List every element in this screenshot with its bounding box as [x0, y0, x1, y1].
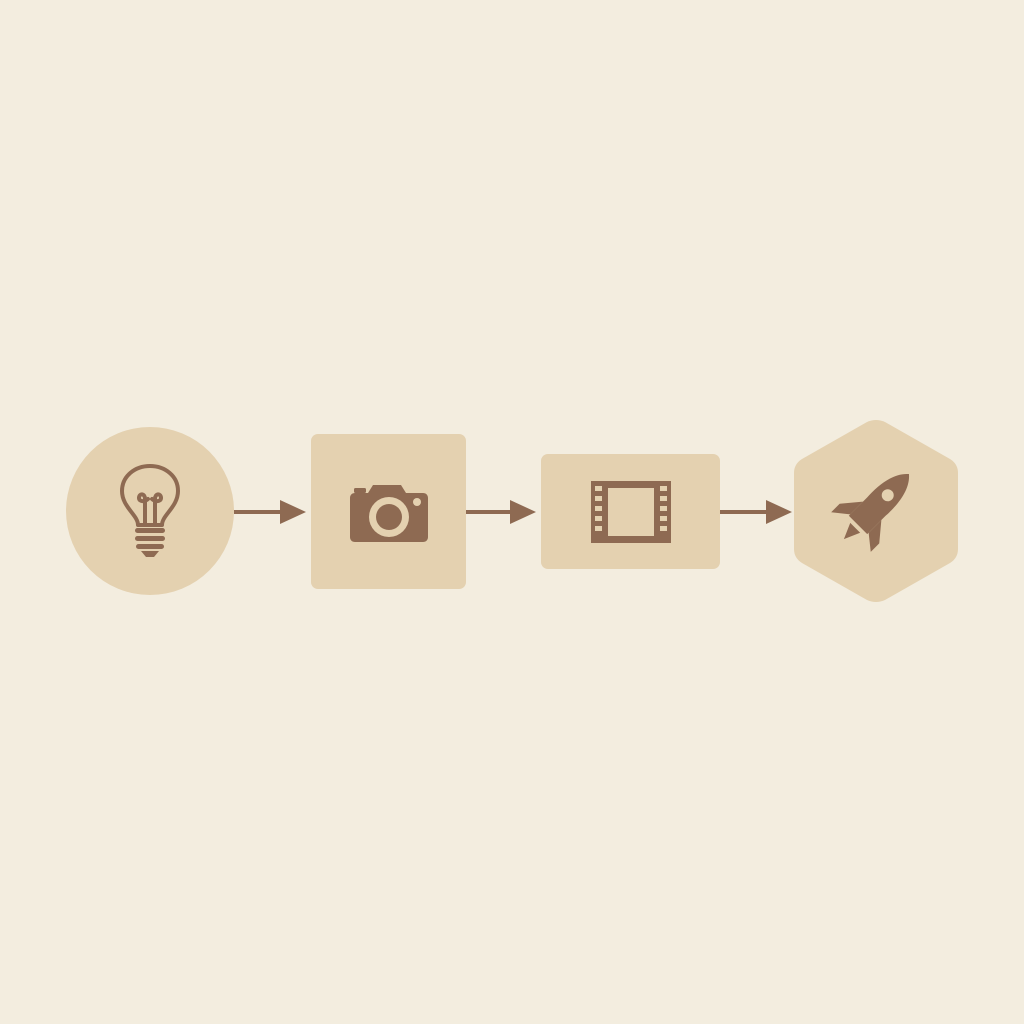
launch-node: [794, 420, 958, 602]
flow-arrow: [466, 500, 536, 524]
film-strip-icon: [590, 480, 671, 543]
production-node: [541, 454, 720, 569]
flow-arrow: [720, 500, 792, 524]
capture-node: [311, 434, 466, 589]
rocket-icon: [831, 474, 909, 552]
lightbulb-icon: [120, 464, 180, 557]
idea-node: [66, 427, 234, 595]
flow-arrow: [234, 500, 306, 524]
camera-icon: [349, 484, 428, 542]
